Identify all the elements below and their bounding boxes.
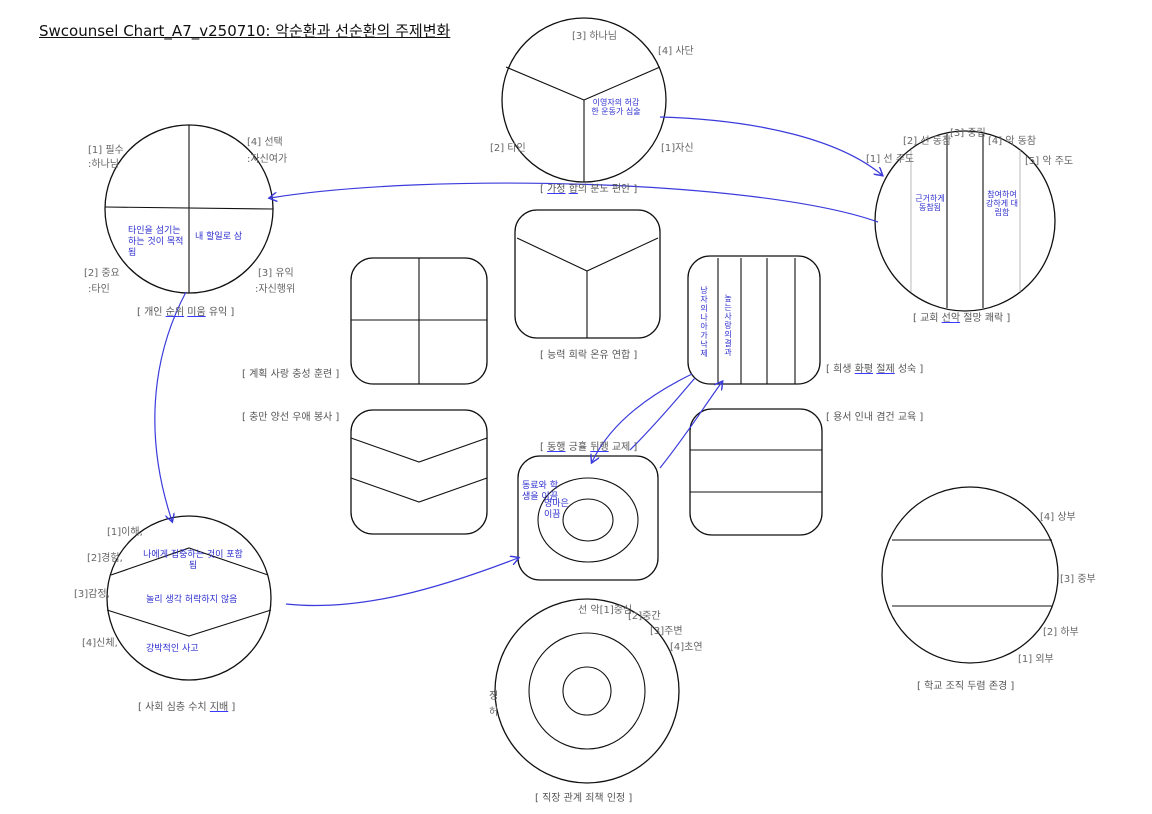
y-square-dividers [516, 237, 659, 338]
bl-note-3: 강박적인 사고 [146, 644, 199, 654]
right-note-left: 근거하게 동참됨 [915, 194, 945, 212]
quad-square-dividers [351, 258, 487, 384]
ring-note-a: 동료와 학생을 이끔 [522, 481, 558, 502]
ring-square [517, 455, 659, 581]
bl-label-2: [2]경험, [87, 553, 123, 564]
bl-note-1: 나에게 집중하는 것이 포함됨 [143, 550, 243, 571]
top-caption: [ 가정 합의 분노 편안 ] [540, 184, 638, 195]
bl-label-4: [4]신체, [82, 638, 118, 649]
bottom-left-caption: [ 사회 심층 수치 지배 ] [138, 702, 236, 713]
bc-label-heo: 허 [489, 707, 499, 718]
arrow-bottom-left-to-ring [285, 558, 518, 607]
left-note-right: 내 할일로 삼 [195, 232, 243, 242]
br-label-1: [1] 외부 [1018, 654, 1054, 665]
left-label-3b: :자신행위 [255, 284, 296, 295]
vlines-square [687, 255, 821, 385]
left-note-left: 타인을 섬기는 하는 것이 목적됨 [128, 226, 184, 258]
vlines-note-a: 낭자의 나아가 낙제 [700, 286, 708, 358]
ring-note-b: 영마은 이끔 [544, 499, 569, 520]
top-circle-dividers [505, 66, 661, 182]
right-label-5: [5] 악 주도 [1025, 156, 1074, 167]
left-label-1b: :하나님 [88, 159, 119, 170]
bottom-center-caption: [ 직장 관계 죄책 인정 ] [535, 793, 633, 804]
top-note: 이영자의 허감한 운동가 심술 [591, 98, 641, 116]
bottom-left-circle [106, 515, 272, 681]
arrow-right-to-left [270, 182, 879, 223]
right-label-1: [1] 선 주도 [866, 154, 915, 165]
bl-label-1: [1]이해, [107, 527, 143, 538]
left-label-2b: :타인 [88, 284, 110, 295]
vlines-note-b: 높는 사랑의 결과 [724, 294, 732, 357]
bc-label-2: [2]중간 [628, 611, 661, 622]
bc-label-1: 선 악[1]중심 [578, 605, 633, 616]
bottom-center-middle [528, 632, 646, 750]
left-caption: [ 개인 순위 미움 유익 ] [137, 307, 235, 318]
left-label-2: [2] 중요 [84, 268, 120, 279]
ring-caption: [ 동행 긍휼 뒤행 교제 ] [540, 442, 638, 453]
top-label-satan: [4] 사단 [658, 46, 694, 57]
br-label-4: [4] 상부 [1040, 512, 1076, 523]
ring-square-inner [562, 498, 614, 542]
right-note-right: 참여하여 강하게 대립함 [986, 190, 1018, 217]
bottom-right-dividers [892, 539, 1052, 607]
arrow-ring-to-vlines [659, 382, 722, 469]
arrow-top-to-right [659, 116, 882, 175]
right-label-2: [2] 선 동참 [903, 136, 952, 147]
page-title: Swcounsel Chart_A7_v250710: 악순환과 선순환의 주제… [39, 22, 451, 40]
top-label-others: [2] 타인 [490, 143, 526, 154]
hband-caption: [ 용서 인내 겸건 교육 ] [826, 412, 924, 423]
left-circle-dividers [104, 125, 274, 293]
bl-label-3: [3]감정, [74, 589, 110, 600]
bottom-center-outer [494, 598, 680, 784]
bc-label-3: [3]주변 [650, 626, 683, 637]
bl-note-2: 놀리 생각 허락하지 않음 [146, 595, 238, 605]
bottom-center-inner [562, 666, 612, 716]
hband-square [689, 408, 823, 536]
left-label-1: [1] 필수 [88, 145, 124, 156]
chevron-square [350, 409, 488, 535]
quad-caption: [ 계획 사랑 충성 훈련 ] [242, 369, 340, 380]
left-label-3: [3] 유익 [258, 268, 294, 279]
bottom-left-chevrons [106, 547, 272, 637]
vlines-caption: [ 희생 화평 절제 성숙 ] [826, 364, 924, 375]
top-label-god: [3] 하나님 [572, 31, 617, 42]
bc-label-4: [4]초연 [670, 642, 703, 653]
bottom-right-circle [881, 486, 1059, 664]
right-label-3: [3] 중립 [950, 128, 986, 139]
br-label-2: [2] 하부 [1043, 627, 1079, 638]
bc-label-jung: 정 [489, 691, 499, 702]
chevron-caption: [ 충만 양선 우애 봉사 ] [242, 412, 340, 423]
br-label-3: [3] 중부 [1060, 574, 1096, 585]
ring-square-outer [537, 477, 639, 563]
hband-square-dividers [690, 449, 822, 493]
right-label-4: [4] 악 동참 [988, 136, 1037, 147]
y-caption: [ 능력 희락 온유 연합 ] [540, 350, 638, 361]
top-label-self: [1]자신 [661, 143, 694, 154]
left-label-4: [4] 선택 [247, 137, 283, 148]
chevron-square-dividers [350, 437, 488, 503]
right-circle-dividers [910, 150, 1021, 292]
arrow-left-to-bottom-left [154, 291, 187, 521]
right-circle-center-lines [946, 134, 984, 308]
left-label-4b: :자신여가 [247, 154, 288, 165]
bottom-right-caption: [ 학교 조직 두렴 존경 ] [917, 681, 1015, 692]
arrow-ring-to-vlines-2 [629, 377, 696, 451]
right-caption: [ 교회 선악 절망 쾌락 ] [913, 313, 1011, 324]
arrow-vlines-to-ring [592, 373, 693, 462]
vlines-square-dividers [717, 258, 796, 384]
